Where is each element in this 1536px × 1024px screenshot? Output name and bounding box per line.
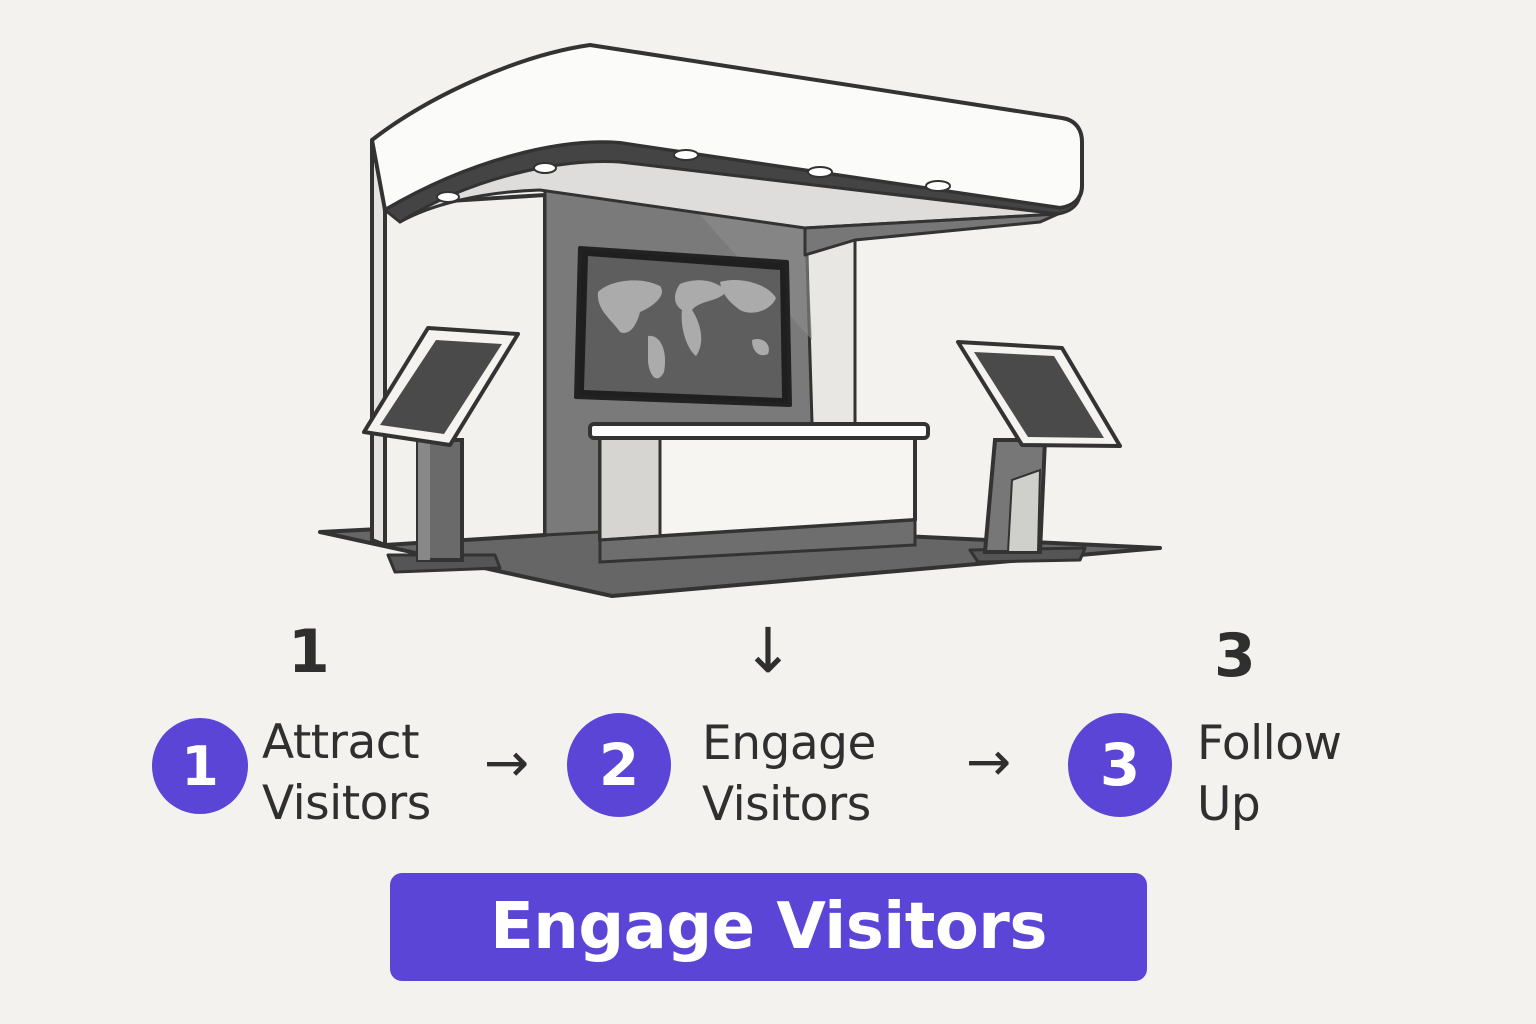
right-kiosk-icon [956, 340, 1122, 564]
engage-visitors-button[interactable]: Engage Visitors [390, 873, 1147, 981]
step-label-2-line1: Engage [702, 716, 876, 771]
reception-desk-icon [588, 422, 930, 564]
trade-show-booth-illustration [318, 43, 1162, 598]
ceiling-lights-icon [436, 149, 951, 203]
step-badge-3: 3 [1068, 713, 1172, 817]
step-label-1: Attract Visitors [262, 712, 431, 834]
down-arrow-icon: ↓ [742, 614, 794, 687]
step-label-1-line2: Visitors [262, 776, 431, 831]
world-map-screen-icon [574, 246, 792, 407]
step-label-2-line2: Visitors [702, 777, 871, 832]
step-label-1-line1: Attract [262, 715, 420, 770]
step-badge-1: 1 [152, 718, 248, 814]
top-step-number-left: 1 [288, 617, 330, 687]
step-label-2: Engage Visitors [702, 713, 876, 835]
step-label-3-line1: Follow [1197, 716, 1342, 771]
arrow-right-icon: → [484, 731, 530, 794]
top-step-number-right: 3 [1214, 621, 1256, 691]
canopy-icon [370, 43, 1084, 257]
step-badge-2: 2 [567, 713, 671, 817]
left-kiosk-icon [362, 326, 520, 574]
step-label-3-line2: Up [1197, 777, 1261, 832]
arrow-right-icon: → [966, 730, 1012, 793]
step-label-3: Follow Up [1197, 713, 1342, 835]
